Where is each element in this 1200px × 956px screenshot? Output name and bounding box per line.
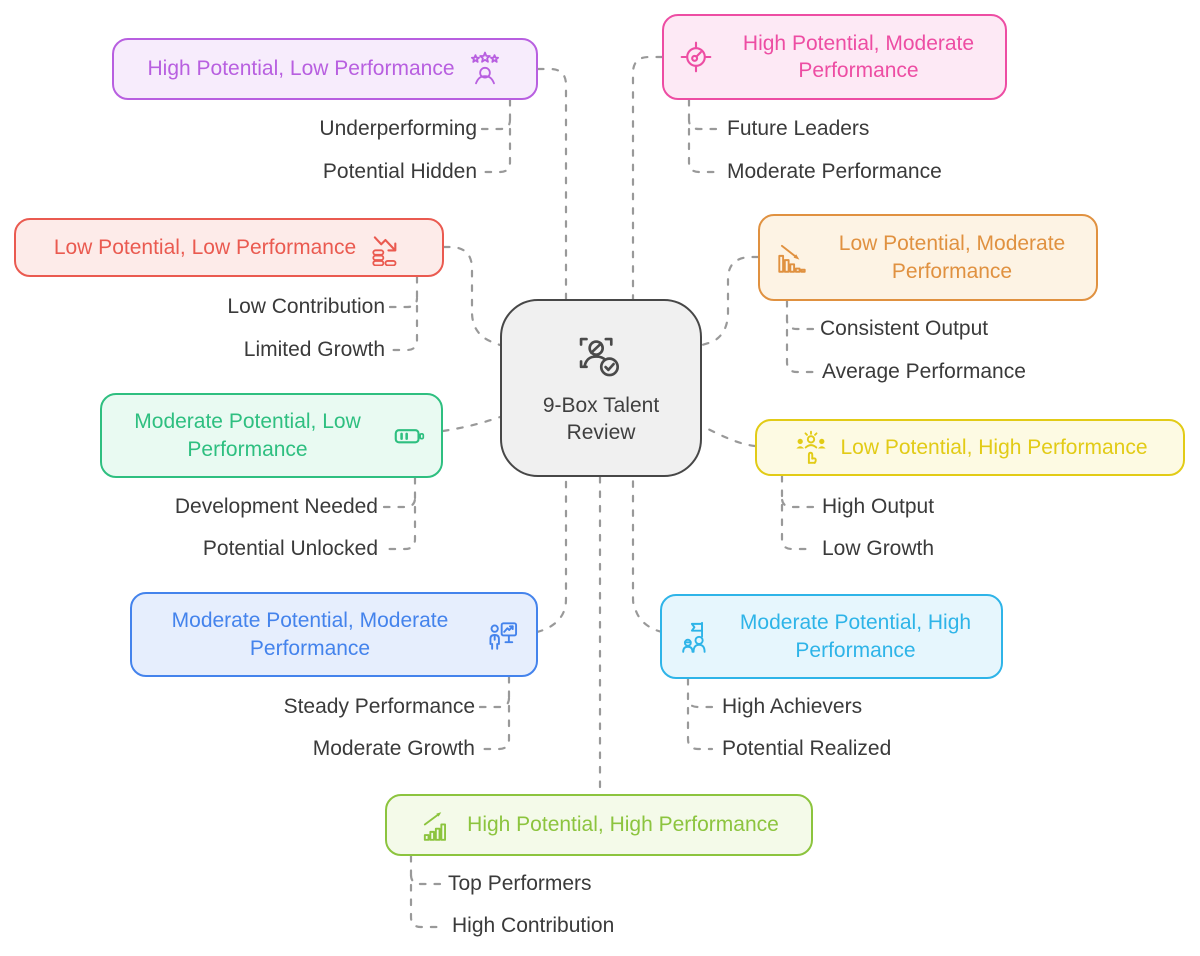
node-label: Moderate Potential, High Performance <box>739 611 972 662</box>
presenter-chart-icon <box>486 617 522 653</box>
declining-bar-chart-icon <box>774 240 810 276</box>
node-center-9-box-talent-review: 9-Box Talent Review <box>500 299 702 477</box>
edge-green-center <box>441 415 502 433</box>
edge-cyan-leaves <box>686 677 714 751</box>
node-label: High Potential, Moderate Performance <box>742 31 975 82</box>
leaf-potential-unlocked: Potential Unlocked <box>202 537 378 560</box>
node-label: Low Potential, Moderate Performance <box>838 232 1066 283</box>
edge-blue-leaves <box>478 675 511 751</box>
edge-purple-leaves <box>480 98 512 174</box>
leaf-potential-hidden: Potential Hidden <box>322 160 477 183</box>
battery-half-icon <box>391 418 427 454</box>
declining-arrow-coins-icon <box>368 230 404 266</box>
leaf-high-output: High Output <box>822 495 935 518</box>
node-label: Low Potential, High Performance <box>840 435 1148 459</box>
node-low-potential-moderate-performance: Low Potential, Moderate Performance <box>758 214 1098 301</box>
edge-yellow-leaves <box>780 474 815 551</box>
node-low-potential-high-performance: Low Potential, High Performance <box>755 419 1185 476</box>
leaf-consistent-output: Consistent Output <box>820 317 989 340</box>
leaf-high-achievers: High Achievers <box>722 695 863 718</box>
edge-red-center <box>442 245 502 347</box>
team-flag-icon <box>676 619 712 655</box>
leaf-high-contribution: High Contribution <box>452 914 615 937</box>
node-label: Moderate Potential, Moderate Performance <box>171 609 449 660</box>
edge-blue-center <box>535 475 568 634</box>
leaf-average-performance: Average Performance <box>822 360 1026 383</box>
edge-red-leaves <box>388 275 419 352</box>
talent-scan-check-icon <box>572 330 630 388</box>
leaf-development-needed: Development Needed <box>174 495 378 518</box>
edge-orange-leaves <box>785 299 815 374</box>
edge-lime-leaves <box>409 854 442 929</box>
edge-pink-center <box>631 55 664 301</box>
node-high-potential-high-performance: High Potential, High Performance <box>385 794 813 856</box>
node-moderate-potential-moderate-performance: Moderate Potential, Moderate Performance <box>130 592 538 677</box>
node-high-potential-low-performance: High Potential, Low Performance <box>112 38 538 100</box>
growth-bar-chart-icon <box>419 807 455 843</box>
node-label: Moderate Potential, Low Performance <box>134 410 361 461</box>
center-label: 9-Box Talent Review <box>542 393 660 444</box>
leaf-steady-performance: Steady Performance <box>283 695 475 718</box>
node-moderate-potential-low-performance: Moderate Potential, Low Performance <box>100 393 443 478</box>
leaf-future-leaders: Future Leaders <box>727 117 870 140</box>
node-label: Low Potential, Low Performance <box>53 235 357 259</box>
leaf-limited-growth: Limited Growth <box>243 338 385 361</box>
team-select-hand-icon <box>793 430 829 466</box>
edge-yellow-center <box>700 424 757 448</box>
edge-pink-leaves <box>687 98 718 174</box>
gauge-target-icon <box>678 39 714 75</box>
leaf-moderate-growth: Moderate Growth <box>312 737 475 760</box>
node-high-potential-moderate-performance: High Potential, Moderate Performance <box>662 14 1007 100</box>
edge-orange-center <box>700 255 760 347</box>
edge-green-leaves <box>382 476 417 551</box>
leaf-low-growth: Low Growth <box>822 537 935 560</box>
node-label: High Potential, High Performance <box>467 813 779 837</box>
edge-purple-center <box>536 67 568 301</box>
person-stars-icon <box>467 51 503 87</box>
leaf-low-contribution: Low Contribution <box>227 295 385 318</box>
node-low-potential-low-performance: Low Potential, Low Performance <box>14 218 444 277</box>
node-moderate-potential-high-performance: Moderate Potential, High Performance <box>660 594 1003 679</box>
leaf-top-performers: Top Performers <box>448 872 592 895</box>
edge-cyan-center <box>631 475 664 634</box>
leaf-moderate-performance: Moderate Performance <box>727 160 942 183</box>
node-label: High Potential, Low Performance <box>147 57 455 81</box>
leaf-underperforming: Underperforming <box>319 117 477 140</box>
leaf-potential-realized: Potential Realized <box>722 737 892 760</box>
